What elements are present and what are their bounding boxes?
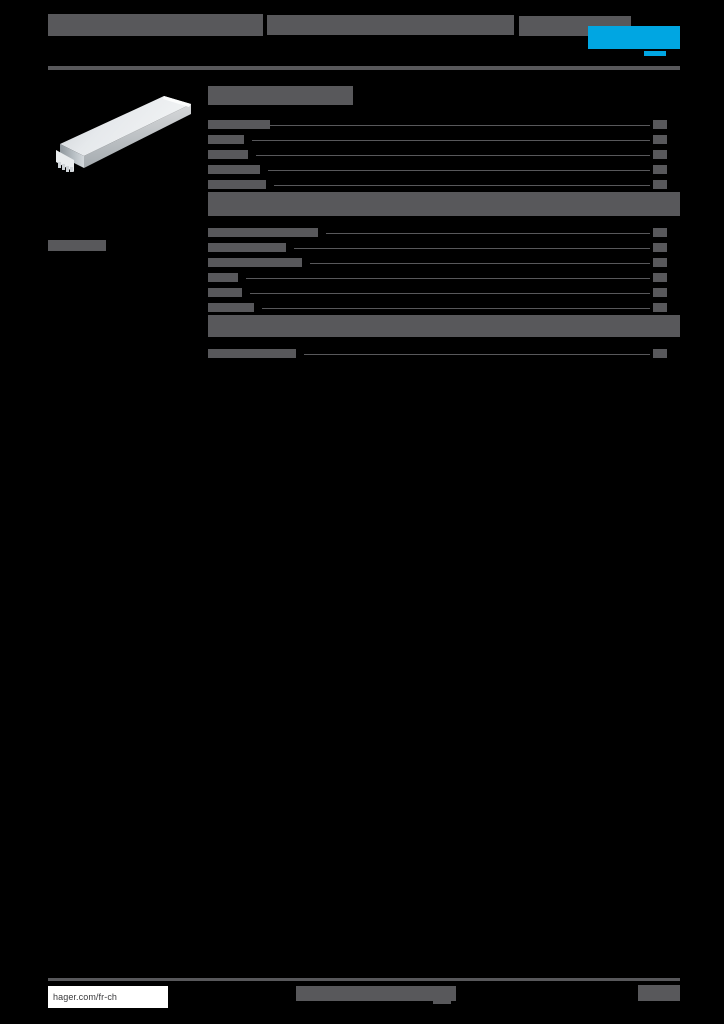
spec-label: [208, 349, 296, 358]
spec-value: [653, 273, 667, 282]
table-row: [208, 225, 680, 240]
spec-value: [653, 120, 667, 129]
hager-logo: [588, 26, 680, 56]
spec-label: [208, 273, 238, 282]
section-heading: [208, 86, 353, 105]
spec-value: [653, 288, 667, 297]
spec-group-band: [208, 192, 680, 216]
spec-label: [208, 120, 270, 129]
footer-center-text-secondary: [433, 995, 451, 1004]
table-row: [208, 270, 680, 285]
spec-label: [208, 228, 318, 237]
spec-value: [653, 228, 667, 237]
spec-value: [653, 349, 667, 358]
spec-label: [208, 135, 244, 144]
footer-website-url[interactable]: hager.com/fr-ch: [48, 986, 168, 1008]
document-title-line-1: [48, 14, 263, 36]
spec-label: [208, 258, 302, 267]
spec-label: [208, 180, 266, 189]
table-row: [208, 162, 680, 177]
spec-group: [208, 117, 680, 216]
footer-center-text: [296, 986, 456, 1001]
hager-logo-wordmark: [588, 26, 680, 49]
table-row: [208, 285, 680, 300]
spec-value: [653, 135, 667, 144]
spec-value: [653, 303, 667, 312]
sidebar-label: [48, 240, 106, 251]
left-column: [48, 82, 198, 251]
specification-table: [208, 117, 680, 361]
leader-line: [294, 248, 650, 249]
leader-line: [262, 308, 650, 309]
spec-group-band: [208, 315, 680, 337]
document-title-line-2: [267, 14, 515, 35]
leader-line: [326, 233, 650, 234]
leader-line: [304, 354, 650, 355]
spec-label: [208, 303, 254, 312]
table-row: [208, 300, 680, 315]
table-row: [208, 147, 680, 162]
document-title-block: [48, 14, 631, 38]
spec-value: [653, 180, 667, 189]
leader-line: [256, 155, 650, 156]
product-image: [48, 82, 203, 182]
spec-label: [208, 150, 248, 159]
leader-line: [310, 263, 650, 264]
table-row: [208, 346, 680, 361]
spec-label: [208, 165, 260, 174]
leader-line: [274, 185, 650, 186]
leader-line: [246, 278, 650, 279]
table-row: [208, 117, 680, 132]
spec-value: [653, 165, 667, 174]
footer-page-number: [638, 985, 680, 1001]
spec-value: [653, 243, 667, 252]
page-footer: hager.com/fr-ch: [48, 978, 680, 1012]
table-row: [208, 177, 680, 192]
hager-logo-underline: [644, 51, 666, 56]
leader-line: [252, 140, 650, 141]
table-row: [208, 255, 680, 270]
header-divider: [48, 66, 680, 70]
spec-label: [208, 288, 242, 297]
product-render-svg: [56, 96, 191, 172]
spec-value: [653, 258, 667, 267]
main-content: [208, 86, 680, 361]
page-header: [48, 14, 680, 72]
spec-group: [208, 225, 680, 337]
table-row: [208, 132, 680, 147]
leader-line: [250, 293, 650, 294]
group-separator: [208, 216, 680, 225]
leader-line: [268, 170, 650, 171]
spec-group: [208, 346, 680, 361]
table-row: [208, 240, 680, 255]
group-separator: [208, 337, 680, 346]
leader-line: [270, 125, 650, 126]
footer-divider: [48, 978, 680, 981]
spec-label: [208, 243, 286, 252]
spec-value: [653, 150, 667, 159]
